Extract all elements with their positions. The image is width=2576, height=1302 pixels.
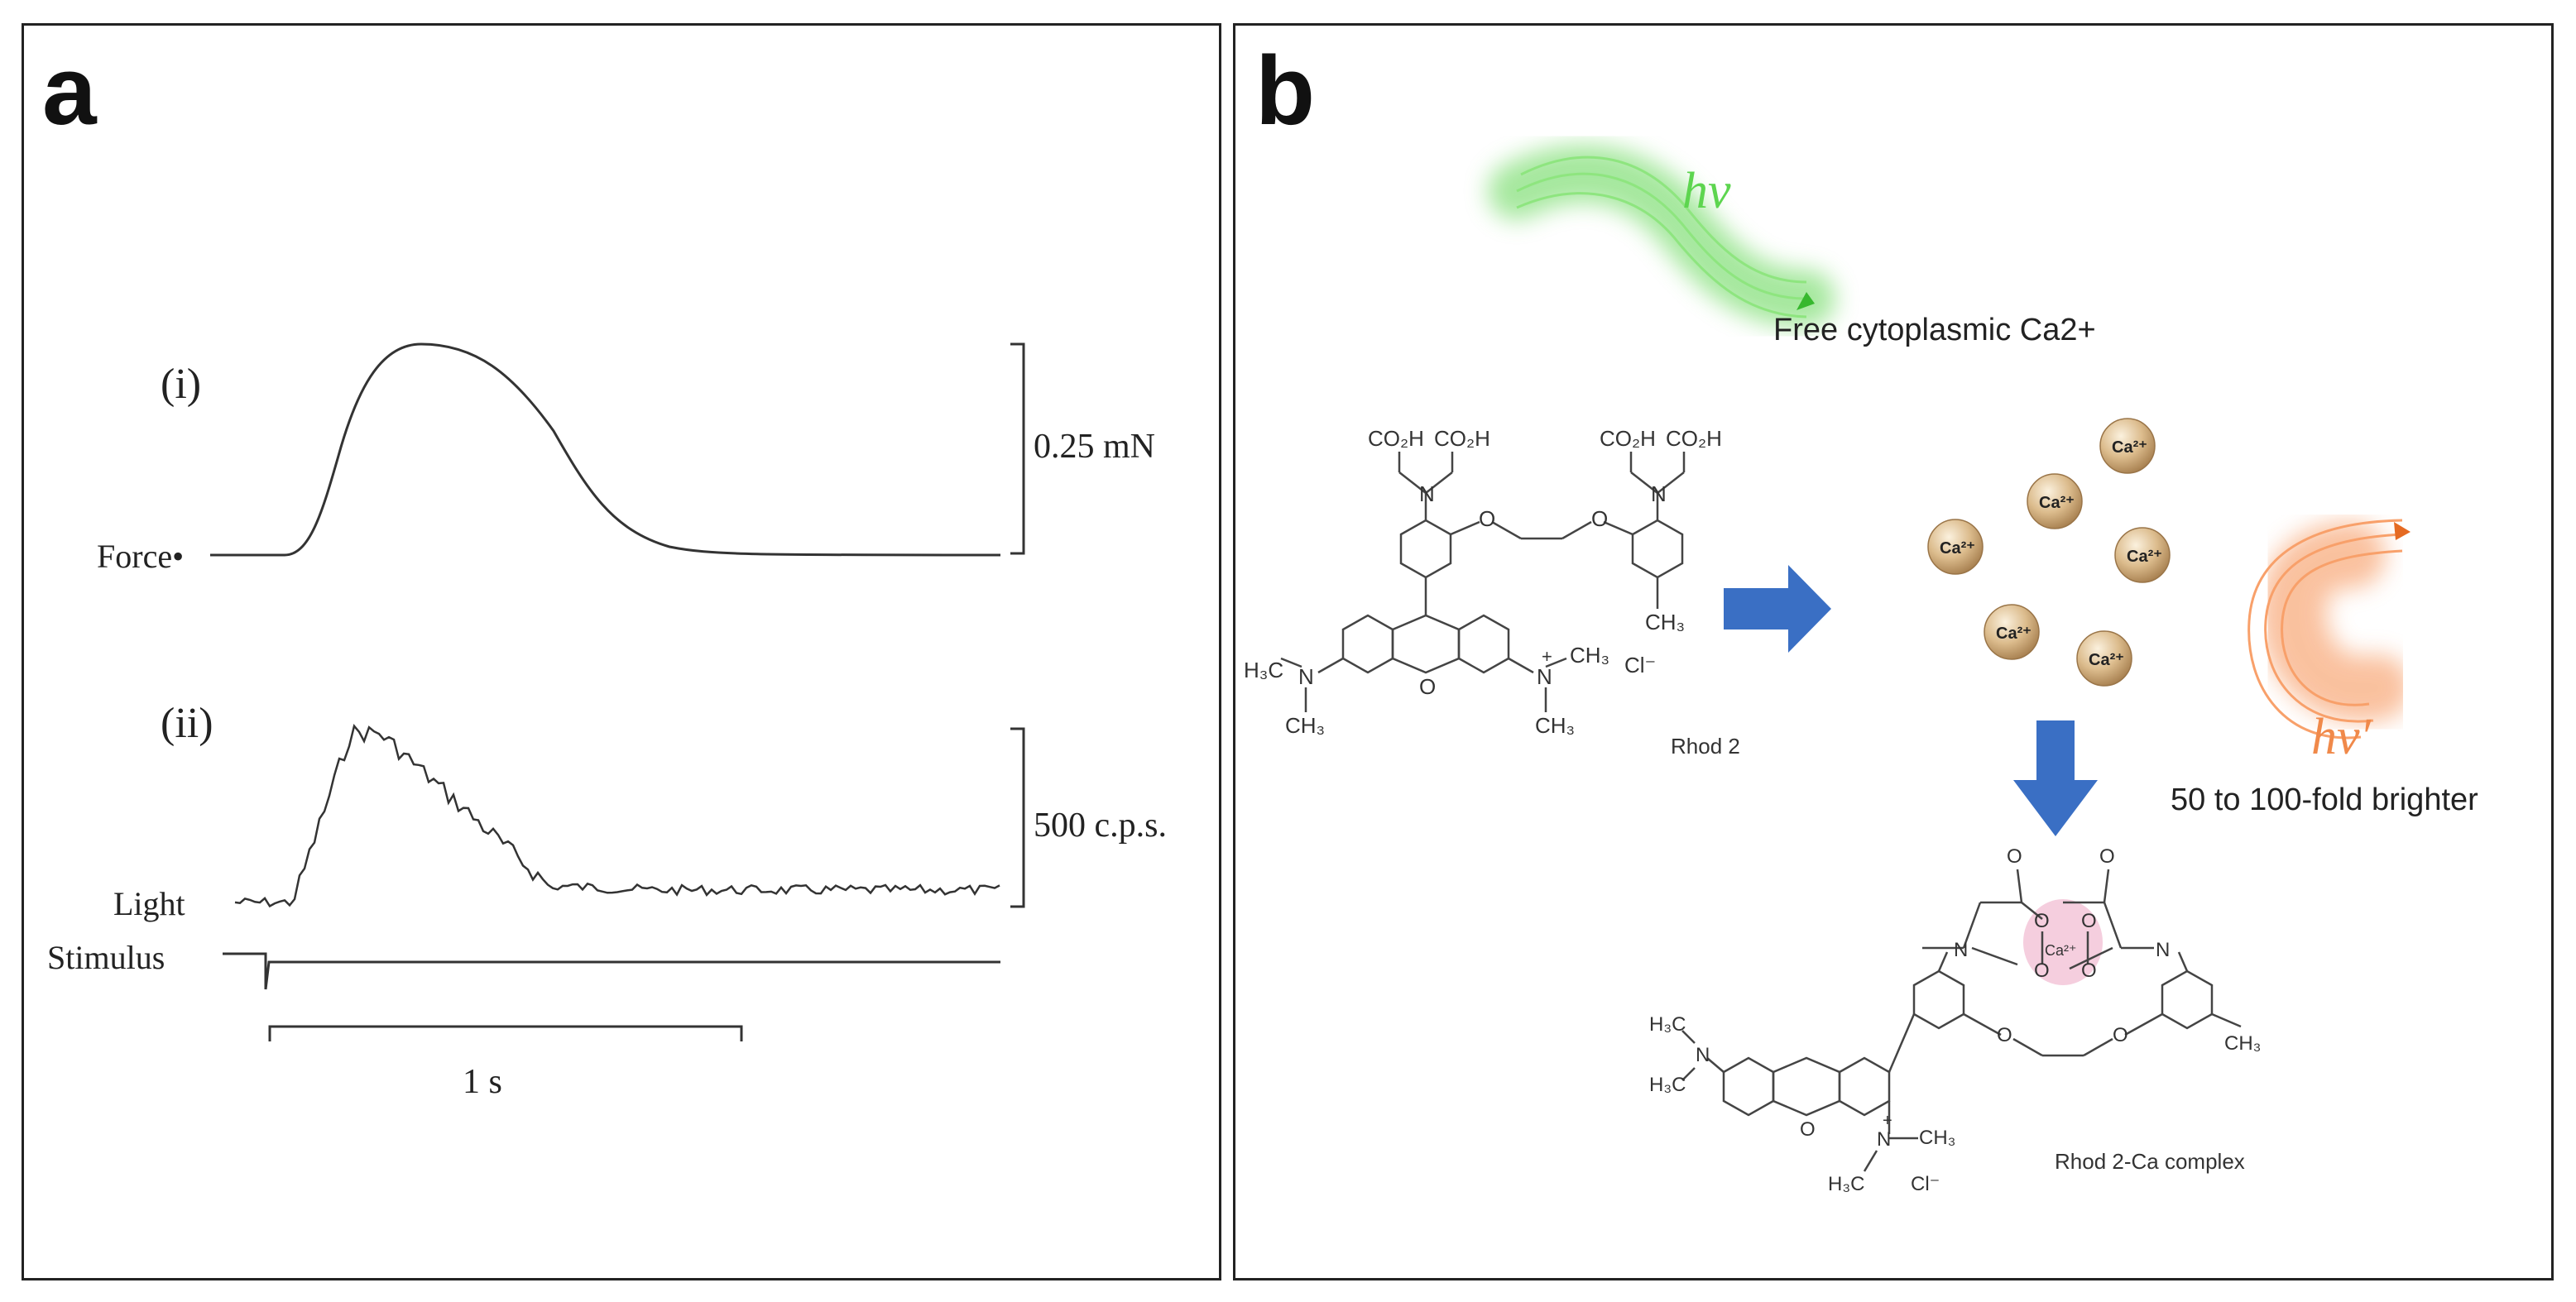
rhod2-co2h-2: CO₂H xyxy=(1434,426,1490,451)
rhod2-ch3-right-top: CH₃ xyxy=(1570,643,1609,668)
complex-labels: O O O O O O N N Ca²⁺ O O CH₃ H₃C N H₃C O… xyxy=(1649,845,2261,1195)
calcium-ion-icon: Ca²⁺ xyxy=(2114,527,2171,583)
rhod2-co2h-3: CO₂H xyxy=(1600,426,1656,451)
light-trace xyxy=(234,724,1000,908)
complex-n-right: N xyxy=(2156,939,2170,961)
complex-n-amine: N xyxy=(1696,1044,1710,1066)
complex-o-ether-left: O xyxy=(1997,1024,2012,1046)
complex-o-ring-1: O xyxy=(2034,910,2050,932)
complex-o-xanthene: O xyxy=(1800,1118,1816,1141)
rhod2-o-left: O xyxy=(1479,506,1495,531)
panel-b: b hν Free cytoplasmic Ca2+ Ca²⁺Ca²⁺Ca²⁺C… xyxy=(1233,23,2554,1280)
force-trace xyxy=(210,342,1001,557)
panel-a-label: a xyxy=(42,36,97,146)
rhod2-o-xanthene: O xyxy=(1419,674,1436,699)
free-calcium-label: Free cytoplasmic Ca2+ xyxy=(1773,313,2096,347)
rhod2-ch3-left-bottom: CH₃ xyxy=(1285,713,1325,738)
binding-arrow-icon xyxy=(1724,565,1831,653)
rhod2-chloride: Cl⁻ xyxy=(1624,653,1656,677)
complex-structure xyxy=(1681,869,2242,1172)
rhod2-n-amine: N xyxy=(1298,664,1314,689)
light-label: Light xyxy=(113,885,185,922)
complex-plus: + xyxy=(1883,1112,1892,1130)
time-scale-bar xyxy=(268,1025,743,1041)
orange-photon-icon xyxy=(2247,519,2411,740)
calcium-ion-icon: Ca²⁺ xyxy=(2099,418,2156,474)
rhod2-labels: CO₂H CO₂H CO₂H CO₂H N N O O CH₃ H₃C N CH… xyxy=(1244,426,1740,759)
complex-chloride: Cl⁻ xyxy=(1911,1173,1940,1195)
panel-a: a (i) (ii) Force• Light Stimulus 0.25 mN… xyxy=(22,23,1221,1280)
emission-label: hν′ xyxy=(2311,709,2372,765)
rhod2-name-label: Rhod 2 xyxy=(1671,734,1740,759)
rhod2-ch3-right-bottom: CH₃ xyxy=(1535,713,1575,738)
calcium-ion-label: Ca²⁺ xyxy=(2089,651,2124,669)
rhod2-h3c-left: H₃C xyxy=(1244,658,1283,682)
calcium-ion-label: Ca²⁺ xyxy=(2127,548,2162,566)
trace-ii-label: (ii) xyxy=(161,700,213,747)
complex-name-label: Rhod 2-Ca complex xyxy=(2055,1149,2245,1174)
panel-b-figure: hν Free cytoplasmic Ca2+ Ca²⁺Ca²⁺Ca²⁺Ca²… xyxy=(1244,145,2478,1195)
force-label: Force• xyxy=(97,538,184,575)
complex-h3c-top: H₃C xyxy=(1649,1013,1686,1036)
complex-h3c-bottom: H₃C xyxy=(1649,1074,1686,1096)
rhod2-n-plus: N xyxy=(1537,664,1552,689)
calcium-ion-icon: Ca²⁺ xyxy=(1927,519,1984,575)
rhod2-structure xyxy=(1280,452,1686,712)
calcium-ion-label: Ca²⁺ xyxy=(2039,494,2075,512)
complex-o-top-right: O xyxy=(2099,845,2115,868)
complex-h3c-lower: H₃C xyxy=(1828,1173,1864,1195)
trace-i-label: (i) xyxy=(161,361,201,408)
rhod2-co2h-1: CO₂H xyxy=(1368,426,1424,451)
rhod2-n-left: N xyxy=(1419,481,1435,506)
complex-o-ring-2: O xyxy=(2081,910,2097,932)
complex-o-ether-right: O xyxy=(2113,1024,2128,1046)
complex-n-plus: N xyxy=(1877,1128,1891,1151)
rhod2-n-right: N xyxy=(1651,481,1667,506)
complex-o-top-left: O xyxy=(2007,845,2022,868)
rhod2-o-right: O xyxy=(1591,506,1608,531)
rhod2-ch3-ring: CH₃ xyxy=(1645,610,1685,634)
calcium-ion-label: Ca²⁺ xyxy=(1996,625,2032,643)
calcium-ions: Ca²⁺ Ca²⁺ Ca²⁺ Ca²⁺ Ca²⁺ Ca²⁺ xyxy=(1927,418,2171,687)
calcium-ion-label: Ca²⁺ xyxy=(2112,438,2147,457)
rhod2-co2h-4: CO₂H xyxy=(1666,426,1722,451)
complex-ch3-ring: CH₃ xyxy=(2224,1032,2261,1055)
calcium-ion-icon: Ca²⁺ xyxy=(2076,630,2132,687)
stimulus-trace xyxy=(223,952,1000,990)
force-scale-bar xyxy=(1010,342,1025,555)
force-scale-label: 0.25 mN xyxy=(1034,428,1155,466)
green-photon-icon xyxy=(1488,145,1835,328)
excitation-label: hν xyxy=(1682,163,1731,219)
light-scale-bar xyxy=(1010,727,1025,908)
panel-b-label: b xyxy=(1255,36,1316,146)
complex-ch3-right: CH₃ xyxy=(1919,1127,1955,1149)
panel-a-figure: (i) (ii) Force• Light Stimulus 0.25 mN 5… xyxy=(47,342,1167,1101)
complex-o-ring-4: O xyxy=(2081,960,2097,982)
complex-arrow-icon xyxy=(2013,720,2098,836)
calcium-ion-icon: Ca²⁺ xyxy=(1984,604,2040,660)
complex-o-ring-3: O xyxy=(2034,960,2050,982)
complex-n-left: N xyxy=(1954,939,1968,961)
complex-ca-center: Ca²⁺ xyxy=(2045,942,2077,959)
calcium-ion-label: Ca²⁺ xyxy=(1940,539,1975,558)
brightness-label: 50 to 100-fold brighter xyxy=(2171,783,2478,817)
calcium-ion-icon: Ca²⁺ xyxy=(2027,473,2083,529)
light-scale-label: 500 c.p.s. xyxy=(1034,807,1167,845)
time-scale-label: 1 s xyxy=(463,1063,502,1101)
stimulus-label: Stimulus xyxy=(47,939,165,976)
rhod2-plus: + xyxy=(1542,646,1552,667)
